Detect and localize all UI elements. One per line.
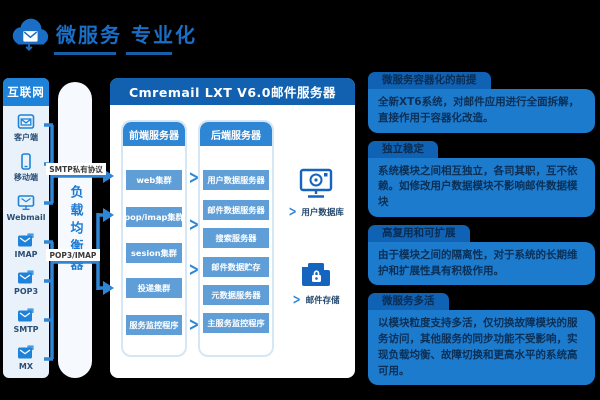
chevron-right-icon: > [188,259,200,281]
cloud-mail-logo-icon [8,14,50,52]
chevron-right-icon: > [288,203,297,220]
benefit-title: 高复用和可扩展 [368,224,470,242]
protocol-label-smtp-private: SMTP私有协议 [46,163,106,175]
internet-item-mx: MX [3,344,49,371]
internet-item-webmail: Webmail [3,194,49,222]
chevron-right-icon: > [188,314,200,336]
backend-column-title: 后端服务器 [200,122,272,146]
internet-item-mobile: 移动端 [3,153,49,183]
envelope-icon [17,344,35,360]
chevron-right-icon: > [292,291,302,308]
title-underline-decoration [54,52,172,55]
frontend-row: 服务监控程序 [126,315,182,335]
mail-server-panel: Cmremail LXT V6.0邮件服务器 前端服务器 web集群 pop/i… [110,78,355,378]
frontend-row: sesion集群 [126,243,182,263]
internet-item-label: POP3 [13,287,39,297]
backend-row: 邮件数据贮存 [203,257,269,277]
mail-storage-label: 邮件存储 [305,295,340,306]
mobile-icon [17,153,35,171]
benefit-multi-active: 微服务多活 以模块粒度支持多活，仅切换故障模块的服务访问，其他服务的同步功能不受… [368,293,595,386]
benefit-body: 系统模块之间相互独立，各司其职，互不依赖。如修改用户数据模块不影响邮件数据模块 [368,157,595,217]
database-monitor-icon [298,168,334,200]
backend-row: 搜索服务器 [203,228,269,248]
envelope-icon [17,269,35,285]
internet-item-label: SMTP [13,324,39,334]
internet-panel-title: 互联网 [3,78,49,106]
internet-item-list: 客户端 移动端 Webmail IMAP [3,106,49,378]
frontend-column-title: 前端服务器 [123,122,185,146]
benefit-body: 全新XT6系统，对邮件应用进行全面拆解，直接作用于容器化改造。 [368,89,595,133]
chevron-right-icon: > [188,167,200,189]
mail-storage-block: > 邮件存储 [276,262,356,308]
load-balancer: 负载均衡器 [58,82,92,378]
frontend-row: pop/imap集群 [124,207,184,227]
internet-item-client: 客户端 [3,113,49,143]
benefit-body: 以模块粒度支持多活，仅切换故障模块的服务访问，其他服务的同步功能不受影响，实现负… [368,310,595,386]
internet-item-label: 客户端 [14,133,38,143]
protocol-label-pop3-imap: POP3/IMAP [46,249,100,261]
webmail-monitor-icon [17,194,35,211]
backend-row: 用户数据服务器 [203,170,269,190]
benefit-body: 由于模块之间的隔离性，对于系统的长期维护和扩展性具有积极作用。 [368,241,595,286]
brand-header: 微服务 专业化 [8,14,197,52]
backend-row: 元数据服务器 [203,285,269,305]
backend-server-column: 后端服务器 用户数据服务器 邮件数据服务器 搜索服务器 邮件数据贮存 元数据服务… [200,122,272,355]
load-balancer-label: 负载均衡器 [67,185,83,275]
internet-item-smtp: SMTP [3,307,49,334]
internet-item-label: MX [18,361,34,371]
secure-folder-icon [300,262,332,288]
benefit-title: 独立稳定 [368,140,438,158]
backend-row: 邮件数据服务器 [203,200,269,220]
benefit-containerization: 微服务容器化的前提 全新XT6系统，对邮件应用进行全面拆解，直接作用于容器化改造… [368,72,595,133]
frontend-row: web集群 [126,170,182,190]
benefit-independent-stable: 独立稳定 系统模块之间相互独立，各司其职，互不依赖。如修改用户数据模块不影响邮件… [368,140,595,217]
internet-panel: 互联网 客户端 移动端 Webmail [3,78,49,378]
frontend-row: 投递集群 [126,278,182,298]
internet-item-label: Webmail [6,212,46,222]
page-title: 微服务 专业化 [56,22,197,47]
benefit-reusable-scalable: 高复用和可扩展 由于模块之间的隔离性，对于系统的长期维护和扩展性具有积极作用。 [368,224,595,286]
internet-item-label: 移动端 [14,173,38,183]
envelope-icon [17,232,35,248]
user-database-label: 用户数据库 [301,207,344,218]
envelope-icon [17,307,35,323]
backend-row: 主服务监控程序 [203,313,269,333]
internet-item-imap: IMAP [3,232,49,259]
internet-item-pop3: POP3 [3,269,49,296]
benefits-panel: 微服务容器化的前提 全新XT6系统，对邮件应用进行全面拆解，直接作用于容器化改造… [368,72,595,386]
mail-client-icon [17,113,35,130]
benefit-title: 微服务多活 [368,293,449,311]
frontend-server-column: 前端服务器 web集群 pop/imap集群 sesion集群 投递集群 服务监… [123,122,185,355]
user-database-block: > 用户数据库 [276,168,356,220]
chevron-right-icon: > [188,214,200,236]
benefit-title: 微服务容器化的前提 [368,72,491,89]
internet-item-label: IMAP [14,249,38,259]
mail-server-panel-title: Cmremail LXT V6.0邮件服务器 [110,78,355,105]
